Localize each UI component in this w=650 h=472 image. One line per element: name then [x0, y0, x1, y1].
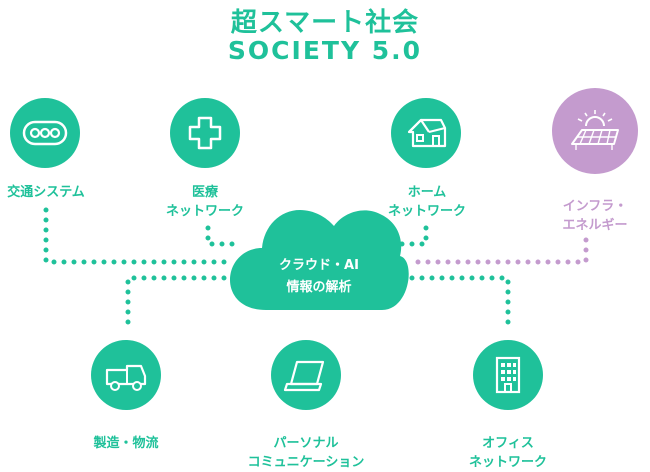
line-infra	[405, 237, 589, 265]
label-medical: 医療 ネットワーク	[155, 183, 255, 221]
node-personal	[271, 340, 341, 410]
line-transport	[43, 207, 235, 265]
label-home-line2: ネットワーク	[387, 204, 466, 219]
label-medical-line2: ネットワーク	[165, 204, 244, 219]
label-office: オフィス ネットワーク	[458, 434, 558, 472]
label-office-line2: ネットワーク	[468, 455, 547, 470]
node-home	[391, 98, 461, 168]
medical-cross-icon	[188, 116, 222, 150]
label-medical-line1: 医療	[191, 185, 218, 200]
cloud-label: クラウド・AI 情報の解析	[244, 255, 394, 299]
line-home	[397, 225, 429, 247]
label-home-line1: ホーム	[407, 185, 447, 200]
label-logistics-line1: 製造・物流	[93, 436, 159, 451]
label-personal: パーソナル コミュニケーション	[226, 434, 386, 472]
title-english: SOCIETY 5.0	[227, 36, 423, 65]
label-infra-line2: エネルギー	[562, 218, 628, 233]
line-medical	[205, 225, 241, 247]
laptop-icon	[283, 360, 325, 392]
label-transport-line1: 交通システム	[7, 185, 85, 200]
line-office	[401, 275, 511, 325]
label-transport: 交通システム	[0, 183, 92, 202]
label-home: ホーム ネットワーク	[375, 183, 479, 221]
office-building-icon	[495, 356, 521, 394]
node-transport	[10, 98, 80, 168]
line-logistics	[125, 275, 243, 325]
node-medical	[170, 98, 240, 168]
train-icon	[22, 120, 68, 146]
cloud-shape	[230, 210, 409, 310]
node-infra	[552, 88, 638, 174]
node-logistics	[91, 340, 161, 410]
label-personal-line1: パーソナル	[273, 436, 339, 451]
truck-icon	[105, 364, 147, 391]
house-icon	[407, 118, 447, 148]
node-office	[473, 340, 543, 410]
label-personal-line2: コミュニケーション	[247, 455, 365, 470]
label-office-line1: オフィス	[482, 436, 534, 451]
cloud-label-line1: クラウド・AI	[279, 258, 359, 273]
label-infra-line1: インフラ・	[562, 199, 628, 214]
label-logistics: 製造・物流	[76, 434, 176, 453]
cloud-label-line2: 情報の解析	[286, 280, 352, 295]
solar-panel-icon	[571, 110, 619, 150]
label-infra: インフラ・ エネルギー	[545, 197, 645, 235]
title-japanese: 超スマート社会	[230, 8, 420, 38]
